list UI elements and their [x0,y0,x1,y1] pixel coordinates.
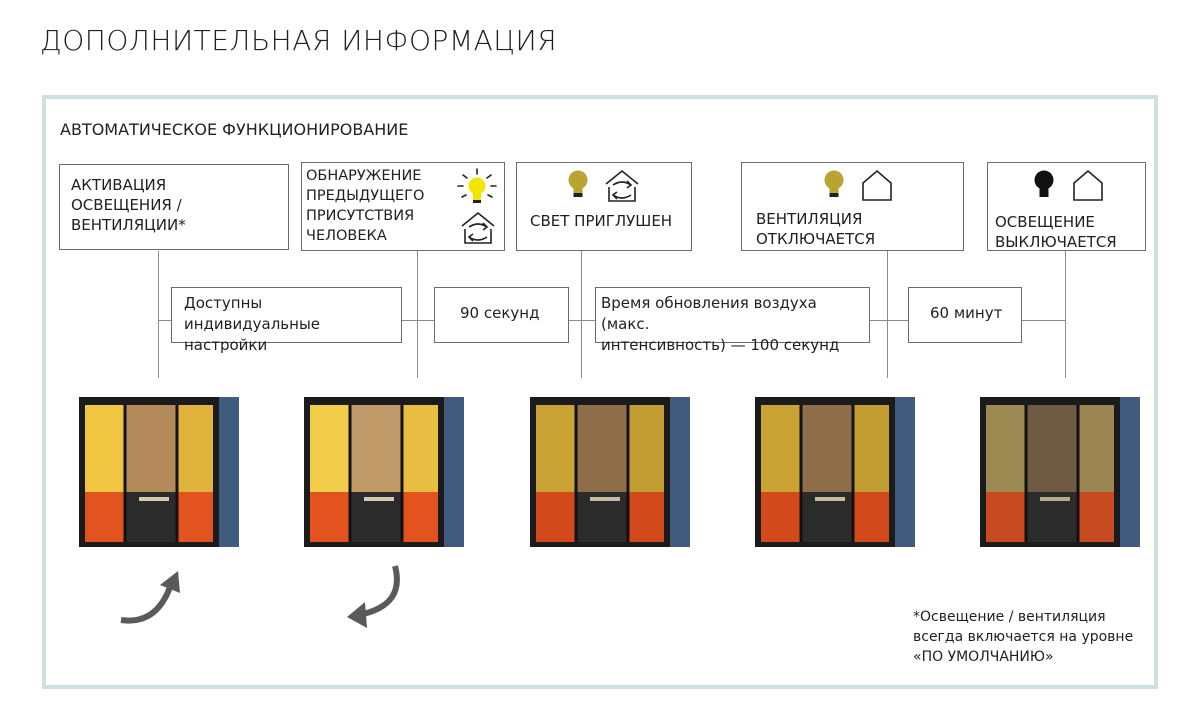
pod-illustration [304,397,464,547]
stage-label-dimmed: СВЕТ ПРИГЛУШЕН [530,212,673,230]
footnote: *Освещение / вентиляция всегда включаетс… [913,609,1134,665]
timing-box-air-refresh: Время обновления воздуха (макс. интенсив… [595,287,870,354]
pod-illustration [530,397,690,547]
stage-box-vent-off [741,162,964,251]
stage-label-activation: АКТИВАЦИЯ ОСВЕЩЕНИЯ / ВЕНТИЛЯЦИИ* [71,176,186,234]
door-close-arrow-icon [347,565,400,628]
connector-line [158,251,159,378]
pod-illustration [79,397,239,547]
dimmed-bulb-icon [824,170,844,197]
off-bulb-icon [1034,170,1054,197]
stage-box-dimmed [516,162,692,251]
pod-illustration [755,397,915,547]
connector-line [581,251,582,378]
stage-label-presence: ОБНАРУЖЕНИЕ ПРЕДЫДУЩЕГО ПРИСУТСТВИЯ ЧЕЛО… [306,168,425,244]
stage-label-light-off: ОСВЕЩЕНИЕ ВЫКЛЮЧАЕТСЯ [995,213,1117,251]
ventilation-house-icon [461,211,495,244]
timing-label: 90 секунд [460,304,540,322]
connector-line [869,320,909,321]
timing-label: Доступны индивидуальные настройки [184,294,321,354]
connector-line [158,320,172,321]
connector-line [887,251,888,378]
connector-line [401,320,435,321]
timing-label: Время обновления воздуха (макс. интенсив… [601,294,840,354]
stage-label-vent-off: ВЕНТИЛЯЦИЯ ОТКЛЮЧАЕТСЯ [756,210,876,248]
house-icon [862,169,892,201]
ventilation-house-icon [605,169,639,202]
timing-box-60min: 60 минут [908,287,1022,343]
connector-line [1065,251,1066,378]
stage-box-light-off [987,162,1146,251]
diagram-frame [42,95,1158,689]
pod-illustration [980,397,1140,547]
dimmed-bulb-icon [568,170,588,197]
door-open-arrow-icon [120,571,180,624]
timing-box-90s: 90 секунд [434,287,569,343]
house-icon [1073,169,1103,201]
connector-line [568,320,596,321]
connector-line [1021,320,1066,321]
connector-line [417,251,418,378]
section-title: АВТОМАТИЧЕСКОЕ ФУНКЦИОНИРОВАНИЕ [60,120,409,139]
stage-box-activation [59,164,289,250]
page-title: ДОПОЛНИТЕЛЬНАЯ ИНФОРМАЦИЯ [40,24,558,57]
timing-label: 60 минут [930,304,1003,322]
bright-bulb-icon [457,168,497,203]
timing-box-settings: Доступны индивидуальные настройки [171,287,402,354]
